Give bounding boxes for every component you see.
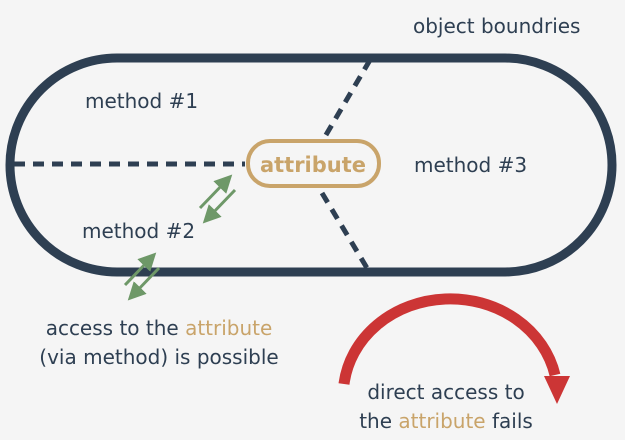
fails-line2-after: fails [485, 409, 533, 433]
possible-line2-text: (via method) is possible [39, 345, 279, 369]
access-fails-caption: direct access to the attribute fails [326, 378, 566, 436]
method2-label: method #2 [82, 219, 195, 243]
object-boundary [5, 53, 617, 277]
access-possible-caption: access to the attribute (via method) is … [0, 314, 318, 372]
fails-line2-before: the [359, 409, 399, 433]
direct-access-fail-arrow [338, 293, 561, 385]
method1-label: method #1 [85, 89, 198, 113]
fail-arrowhead [544, 376, 570, 404]
access-arrows-upper [198, 174, 237, 224]
fails-line1-text: direct access to [367, 380, 525, 404]
divider-lower [319, 191, 370, 270]
fails-attribute-highlight: attribute [398, 409, 486, 433]
possible-attribute-highlight: attribute [185, 316, 273, 340]
access-arrows-lower [123, 252, 161, 301]
possible-line1-text: access to the [45, 316, 186, 340]
divider-upper [320, 58, 373, 142]
attribute-label: attribute [260, 153, 366, 177]
method3-label: method #3 [414, 153, 527, 177]
attribute-box [246, 139, 381, 188]
object-boundaries-label: object boundries [413, 14, 580, 38]
